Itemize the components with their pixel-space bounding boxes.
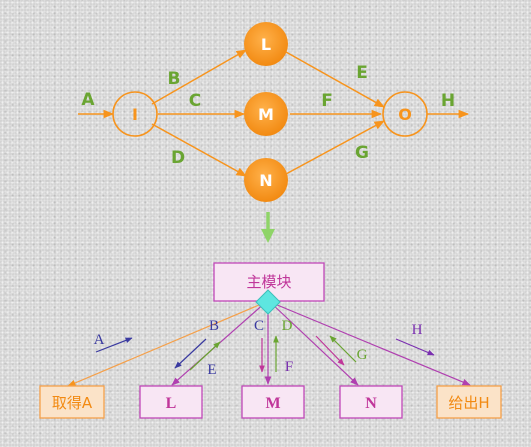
connector-out [269, 301, 471, 386]
flow-label-C: C [189, 91, 201, 111]
node-M-label: M [258, 105, 274, 124]
couple-label-H: H [412, 322, 423, 338]
flow-edge-G [285, 120, 385, 175]
couple-label-F: F [285, 359, 293, 375]
module-M-label: M [265, 395, 280, 412]
couple-arrow-G [329, 335, 357, 363]
module-out-H: 给出H [436, 385, 502, 419]
connector-N [269, 301, 359, 386]
structure-chart: 主模块 A B E C D F G H 取得A L M [39, 262, 502, 419]
couple-arrow-N-down [315, 335, 345, 366]
node-N: N [244, 158, 288, 202]
module-M: M [241, 385, 305, 419]
flow-label-H: H [441, 91, 455, 111]
couple-label-D: D [282, 318, 293, 334]
flow-label-A: A [81, 90, 95, 110]
flow-label-E: E [356, 63, 368, 83]
module-out-H-label: 给出H [448, 394, 489, 412]
flow-label-D: D [171, 148, 185, 168]
flow-label-F: F [321, 91, 333, 111]
node-L: L [244, 22, 288, 66]
module-N-label: N [365, 395, 377, 412]
flow-edge-B [151, 49, 247, 105]
diamond-selector [255, 289, 281, 315]
couple-label-E: E [207, 362, 216, 378]
data-flow-graph: I L M N O A B C D E F G H [78, 22, 470, 202]
couple-arrow-E [189, 341, 221, 371]
couple-arrow-H [395, 338, 435, 356]
couple-label-G: G [357, 347, 368, 363]
couple-label-B: B [209, 318, 219, 334]
module-get-A-label: 取得A [52, 394, 93, 412]
couple-arrow-B [174, 338, 207, 369]
connector-get [67, 301, 267, 387]
flow-edge-E [285, 51, 385, 108]
main-module: 主模块 [213, 262, 325, 302]
main-module-label: 主模块 [246, 273, 291, 291]
node-I-label: I [132, 105, 138, 124]
node-L-label: L [261, 35, 271, 54]
couple-arrow-A [95, 337, 133, 353]
couple-label-C: C [254, 318, 264, 334]
node-M: M [244, 92, 288, 136]
module-N: N [339, 385, 403, 419]
flow-label-B: B [168, 69, 181, 89]
node-O: O [382, 91, 428, 137]
module-L: L [139, 385, 203, 419]
node-N-label: N [259, 171, 272, 190]
module-get-A: 取得A [39, 385, 105, 419]
flow-edge-D [151, 123, 247, 177]
node-O-label: O [398, 105, 412, 124]
flow-label-G: G [355, 143, 369, 163]
couple-label-A: A [94, 332, 105, 348]
module-L-label: L [166, 395, 177, 412]
node-I: I [112, 91, 158, 137]
